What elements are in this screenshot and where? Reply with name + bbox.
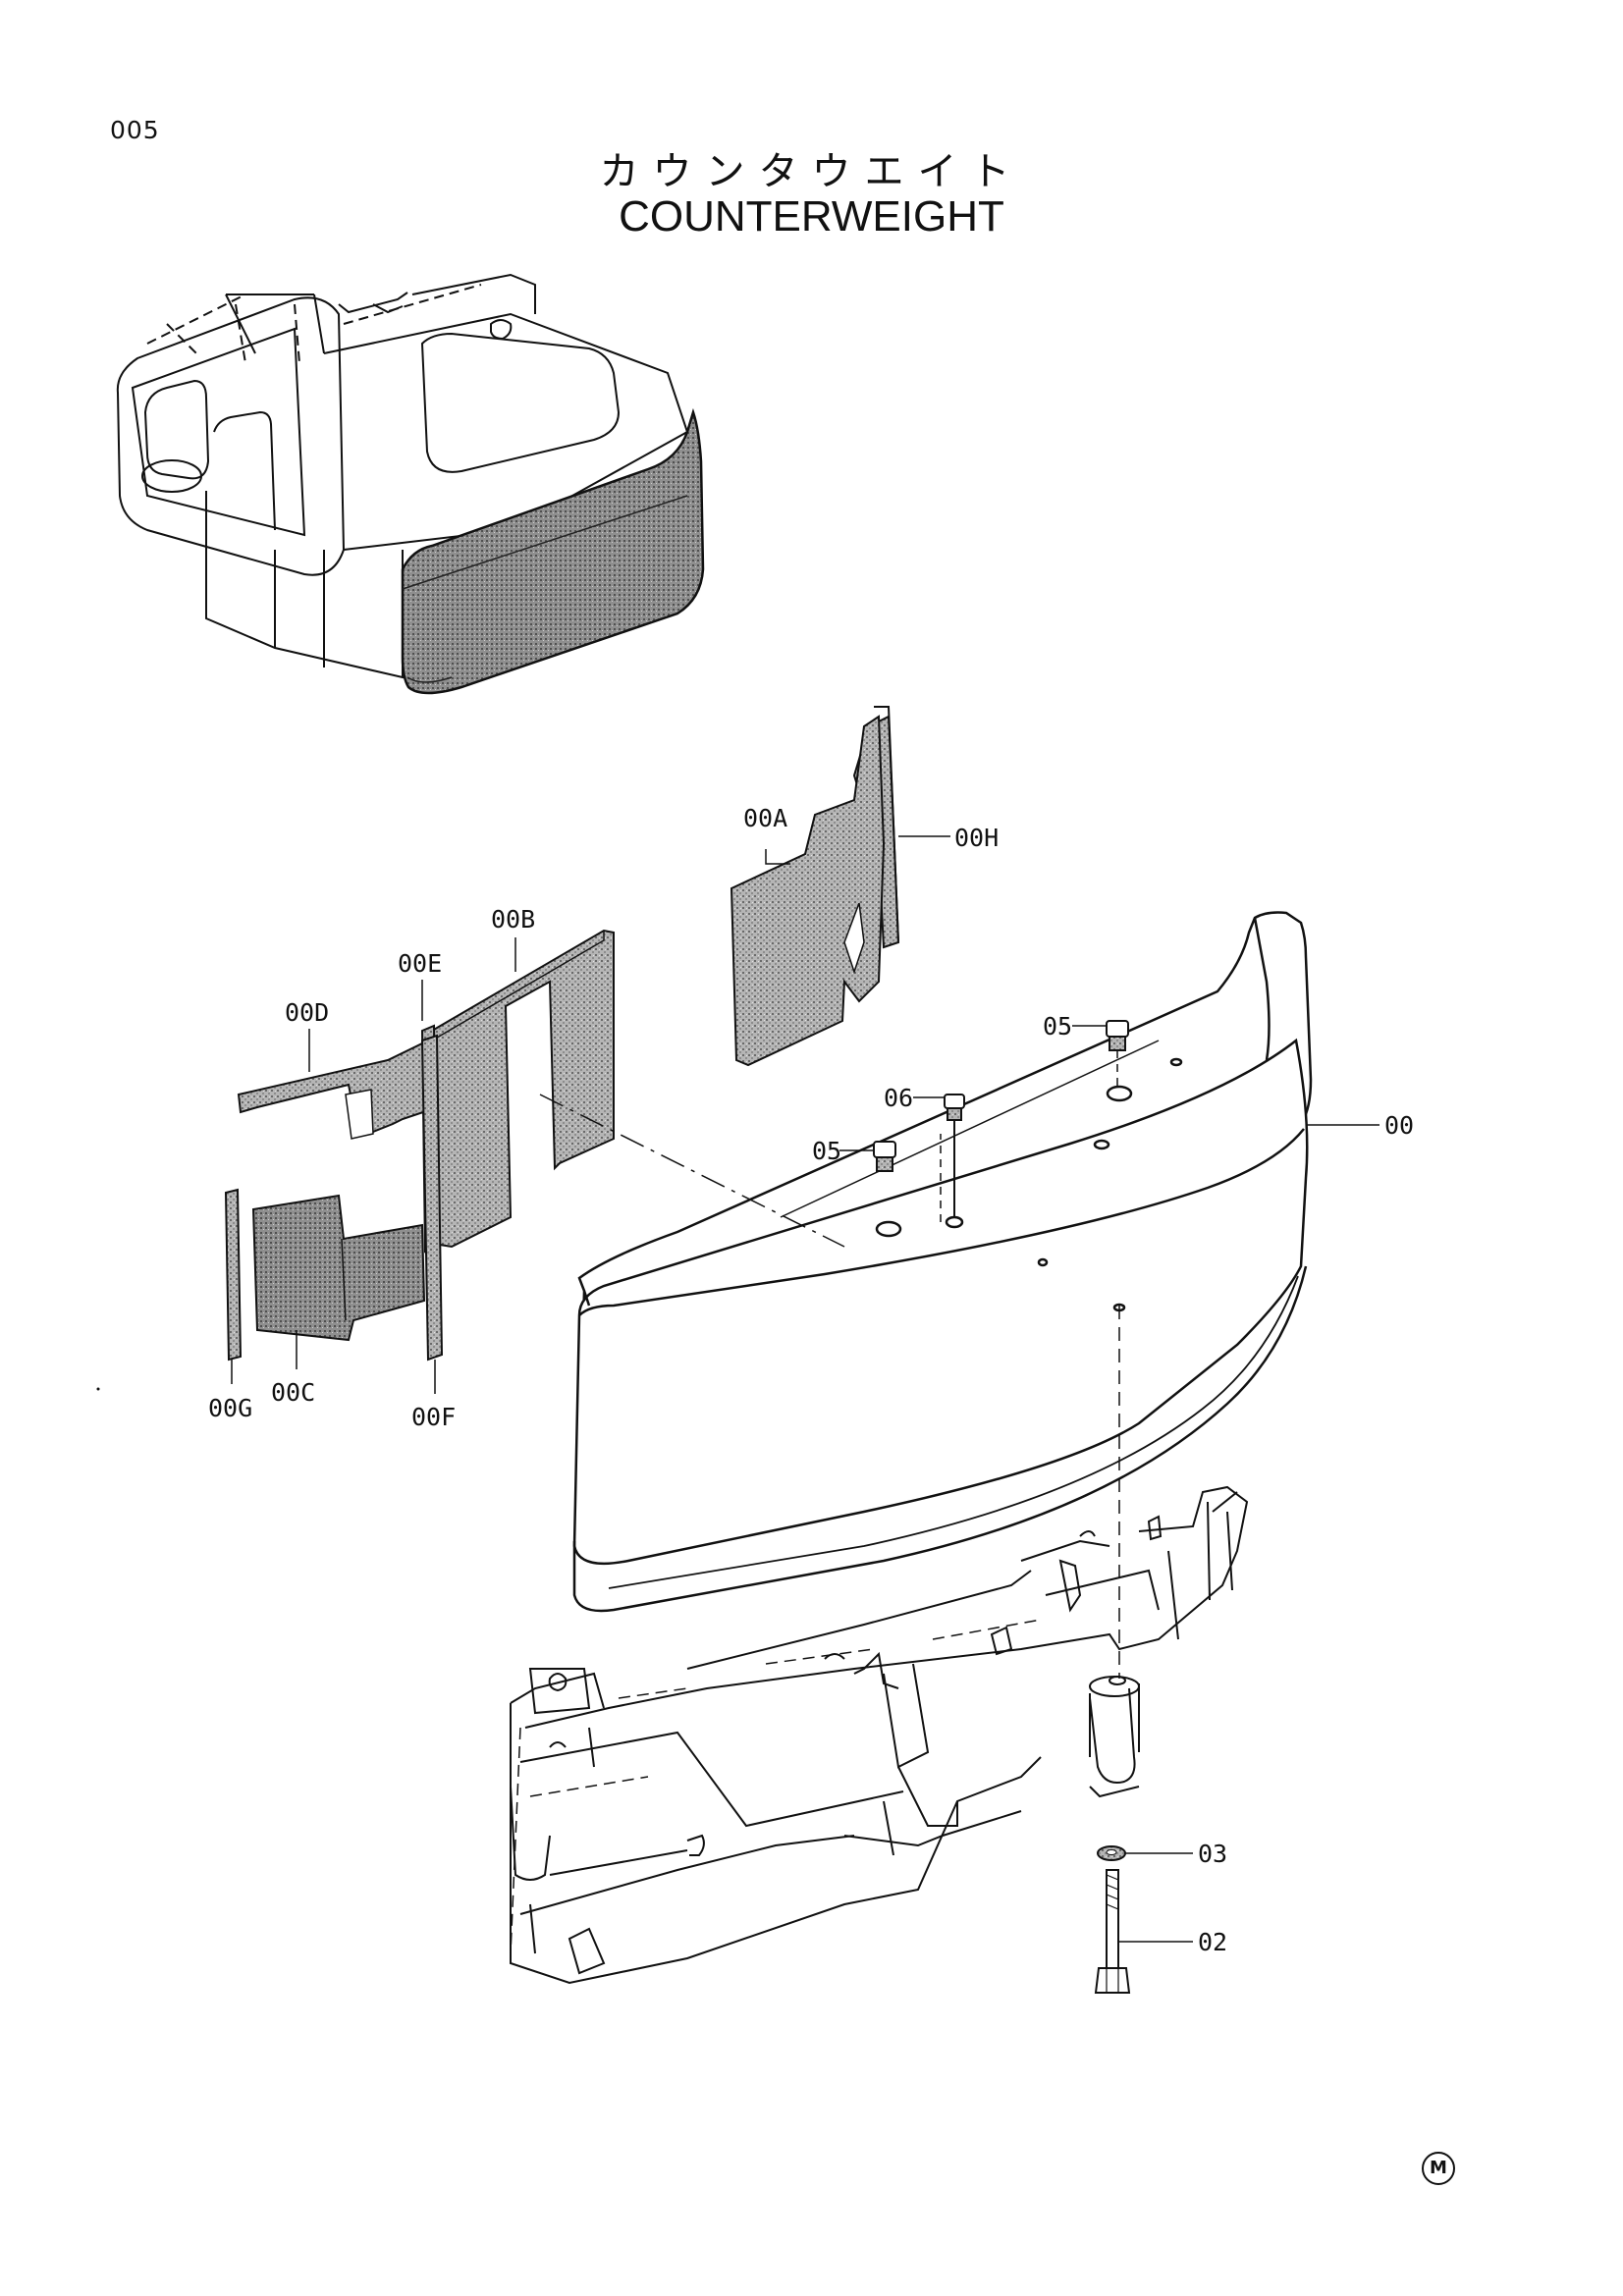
callout-00G: 00G: [208, 1394, 252, 1422]
callout-00A: 00A: [743, 804, 787, 832]
part-00B-plate: [430, 929, 615, 1249]
upper-frame: [510, 1485, 1249, 1985]
callout-leaders: [231, 835, 1380, 1943]
page-number: 005: [110, 116, 160, 144]
part-00A-plate: [730, 715, 886, 1067]
callout-06: 06: [884, 1084, 913, 1112]
part-00F-bar: [420, 1034, 444, 1362]
callout-00B: 00B: [491, 905, 535, 934]
title-japanese: カウンタウエイト: [599, 149, 1024, 194]
frame-hidden-lines: [510, 1619, 1042, 1954]
callout-00D: 00D: [285, 998, 329, 1027]
bolt-06: [944, 1094, 965, 1217]
m-mark-icon: M: [1422, 2152, 1455, 2185]
callout-03: 03: [1198, 1840, 1227, 1868]
excavator-overview: [116, 273, 689, 679]
part-00D-plate: [237, 1041, 433, 1140]
callout-02: 02: [1198, 1928, 1227, 1956]
callout-05-right: 05: [1043, 1012, 1072, 1041]
assembly-guide-lines: [539, 1050, 1120, 1679]
title-english: COUNTERWEIGHT: [619, 192, 1004, 240]
bolt-05-left: [873, 1141, 896, 1172]
bolt-02: [1094, 1869, 1131, 1994]
counterweight-body: [572, 911, 1313, 1613]
overview-counterweight-highlight: [401, 407, 705, 695]
callout-00: 00: [1384, 1111, 1414, 1140]
callout-00E: 00E: [398, 949, 442, 978]
bolt-05-right: [1106, 1020, 1129, 1051]
callout-00F: 00F: [411, 1403, 456, 1431]
callout-00H: 00H: [954, 824, 999, 852]
callout-05-left: 05: [812, 1137, 841, 1165]
part-00C-plate: [251, 1194, 426, 1342]
speck: [96, 1387, 100, 1391]
callout-00C: 00C: [271, 1378, 315, 1407]
part-00G-strip: [224, 1188, 243, 1362]
washer-03: [1097, 1845, 1126, 1861]
